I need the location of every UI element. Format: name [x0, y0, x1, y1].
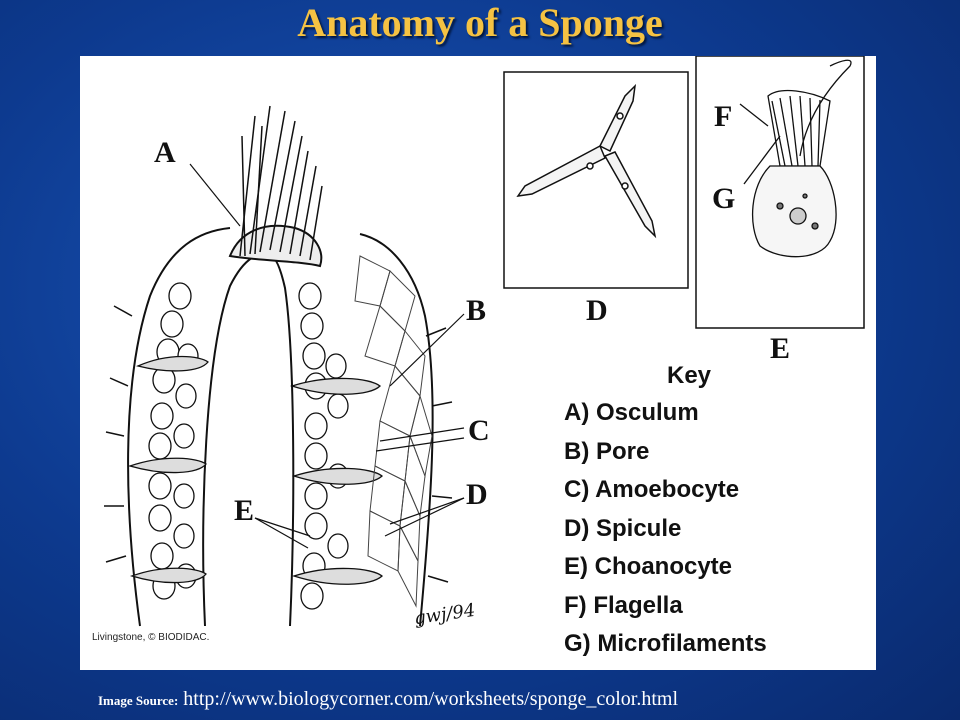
image-source: Image Source: http://www.biologycorner.c… [98, 688, 678, 711]
key-item-d: D) Spicule [564, 514, 682, 542]
key-item-c: C) Amoebocyte [564, 476, 740, 503]
label-b: B [466, 294, 487, 327]
diagram-panel: A B C D E D E F G Key A) Osculum B) Pore… [80, 56, 876, 670]
choanocyte-drawing [739, 59, 852, 258]
leader-lines [189, 163, 465, 549]
slide-title: Anatomy of a Sponge [297, 0, 663, 45]
label-e-inset: E [770, 332, 791, 365]
key-legend: Key A) Osculum B) Pore C) Amoebocyte D) … [564, 362, 874, 664]
outer-wall-left [127, 227, 231, 627]
image-source-label: Image Source: [98, 693, 179, 708]
label-d-main: D [466, 478, 488, 511]
outer-wall-right [359, 233, 434, 627]
pinacocyte-network [354, 255, 433, 608]
sponge-illustration [104, 56, 865, 627]
inner-wall-left [202, 253, 271, 627]
key-item-b: B) Pore [564, 437, 650, 465]
key-item-a: A) Osculum [564, 399, 699, 426]
illustration-credit: Livingstone, © BIODIDAC. [92, 632, 210, 643]
choanocyte-cells-left [148, 282, 199, 600]
key-item-g: G) Microfilaments [564, 630, 767, 657]
label-f: F [714, 100, 733, 133]
pore-cells [127, 355, 383, 585]
inset-spicule-frame [503, 71, 689, 289]
key-item-e: E) Choanocyte [564, 553, 733, 580]
label-e-main: E [234, 494, 255, 527]
key-title: Key [666, 362, 712, 389]
key-item-f: F) Flagella [564, 591, 683, 619]
label-a: A [154, 136, 176, 169]
choanocyte-cells-right [298, 282, 349, 610]
label-g: G [712, 182, 736, 215]
label-c: C [468, 414, 490, 447]
wall-spicules [104, 305, 453, 583]
spicule-drawing [516, 83, 657, 239]
image-source-link[interactable]: http://www.biologycorner.com/worksheets/… [183, 688, 679, 710]
label-d-inset: D [586, 294, 608, 327]
inner-wall-right [269, 255, 295, 627]
spicule-fan [239, 105, 323, 261]
